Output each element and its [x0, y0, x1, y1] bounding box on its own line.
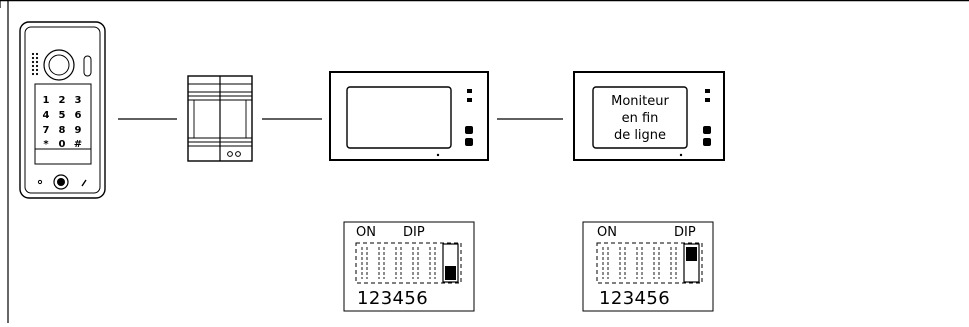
keypad-key: #: [74, 139, 82, 150]
dip-switch-panel-1: ON DIP 123456: [343, 221, 475, 312]
power-supply-module: [187, 75, 253, 162]
keypad-key: 4: [43, 110, 50, 121]
microphone-icon: [37, 179, 43, 185]
dip-switch-levers: [361, 247, 436, 279]
monitor-screen: [346, 86, 452, 149]
dip-on-label: ON: [356, 225, 376, 240]
dip-switch-numbers: 123456: [599, 288, 670, 309]
keypad-key: 1: [43, 95, 50, 106]
monitor-button-icon: [465, 138, 473, 146]
monitor-screen: [592, 86, 688, 149]
keypad-key: 6: [75, 110, 82, 121]
keypad: 1 2 3 4 5 6 7 8 9 * 0 #: [34, 83, 92, 165]
keypad-key: *: [43, 139, 49, 150]
dip-switch-6-knob-on: [686, 247, 697, 261]
dip-title-label: DIP: [674, 225, 696, 240]
dip-switch-numbers: 123456: [357, 288, 428, 309]
dip-switch-panel-2: ON DIP 123456: [582, 221, 714, 312]
monitor-button-icon: [465, 126, 473, 134]
end-monitor-label: Moniteur: [611, 94, 669, 109]
speaker-grille: [31, 52, 39, 76]
end-monitor-label: en fin: [622, 111, 659, 126]
door-station: 1 2 3 4 5 6 7 8 9 * 0 #: [19, 21, 106, 199]
indicator-led-icon: [235, 151, 241, 157]
end-of-line-monitor: Moniteur en fin de ligne: [573, 71, 725, 161]
monitor-button-icon: [703, 126, 711, 134]
keypad-key: 5: [59, 110, 66, 121]
keypad-key: 0: [59, 139, 66, 150]
key-slot-icon: [81, 179, 87, 187]
monitor-button-icon: [703, 138, 711, 146]
camera-lens-icon: [43, 49, 75, 81]
light-slot: [83, 55, 92, 77]
keypad-key: 7: [43, 125, 50, 136]
call-button-icon: [53, 174, 69, 190]
dip-switch-levers: [602, 247, 677, 279]
keypad-key: 2: [59, 95, 66, 106]
dip-on-label: ON: [597, 225, 617, 240]
monitor-1: [329, 71, 489, 161]
dip-switch-6-knob-off: [445, 266, 456, 280]
indicator-led-icon: [227, 151, 233, 157]
dip-title-label: DIP: [403, 225, 425, 240]
keypad-key: 8: [59, 125, 66, 136]
keypad-key: 9: [75, 125, 82, 136]
keypad-key: 3: [75, 95, 82, 106]
end-monitor-label: de ligne: [614, 128, 666, 143]
